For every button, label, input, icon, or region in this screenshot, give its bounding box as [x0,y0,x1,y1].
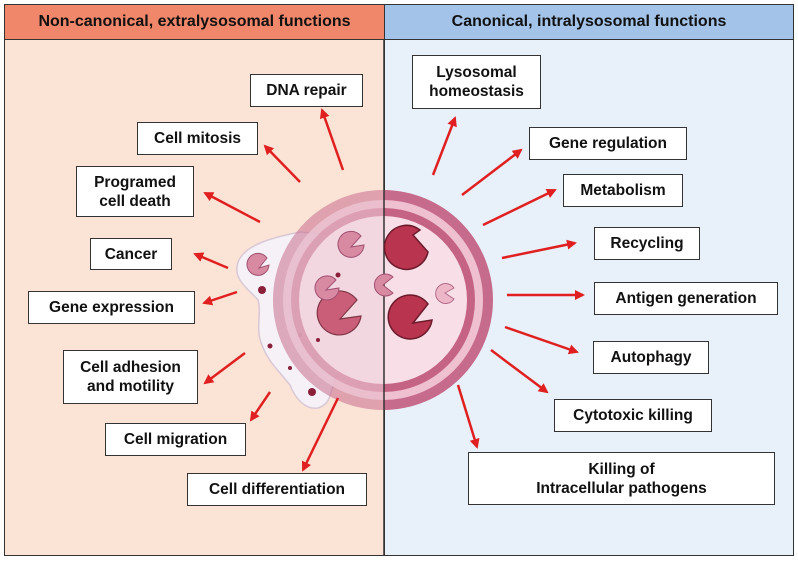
label-gene-regulation: Gene regulation [529,127,687,160]
arrow-dna-repair [319,108,345,171]
label-programed-cell-death: Programed cell death [76,166,194,217]
arrow-metabolism [482,188,557,227]
right-panel-title: Canonical, intralysosomal functions [384,4,794,40]
label-antigen-generation: Antigen generation [594,282,778,315]
arrow-killing-pathogens [456,384,480,449]
arrow-recycling [501,239,577,260]
left-arrows [193,108,345,472]
label-autophagy: Autophagy [593,341,709,374]
arrow-gene-expression [202,290,238,306]
label-lysosomal-homeostasis: Lysosomal homeostasis [412,55,541,109]
lysosomal-enzymes [246,224,455,342]
arrow-cell-mitosis [263,144,301,183]
arrow-gene-regulation [461,148,523,196]
label-cell-differentiation: Cell differentiation [187,473,367,506]
arrow-autophagy [504,325,579,355]
label-cell-adhesion-motility: Cell adhesion and motility [63,350,198,404]
label-cell-mitosis: Cell mitosis [137,122,258,155]
label-cancer: Cancer [90,238,172,270]
label-cytotoxic-killing: Cytotoxic killing [554,399,712,432]
label-metabolism: Metabolism [563,174,683,207]
arrow-programed-cell-death [203,191,261,224]
label-killing-intracellular-pathogens: Killing of Intracellular pathogens [468,452,775,505]
label-gene-expression: Gene expression [28,291,195,324]
label-recycling: Recycling [594,227,700,260]
label-dna-repair: DNA repair [250,74,363,107]
arrow-cell-differentiation [301,397,340,472]
arrow-lysosomal-homeostasis [431,116,457,176]
right-arrows [431,116,585,449]
left-panel-title: Non-canonical, extralysosomal functions [4,4,385,40]
arrow-cell-adhesion [203,352,246,385]
arrow-cytotoxic-killing [490,349,549,394]
label-cell-migration: Cell migration [105,423,246,456]
arrow-cell-migration [249,391,272,422]
arrow-cancer [193,252,229,270]
